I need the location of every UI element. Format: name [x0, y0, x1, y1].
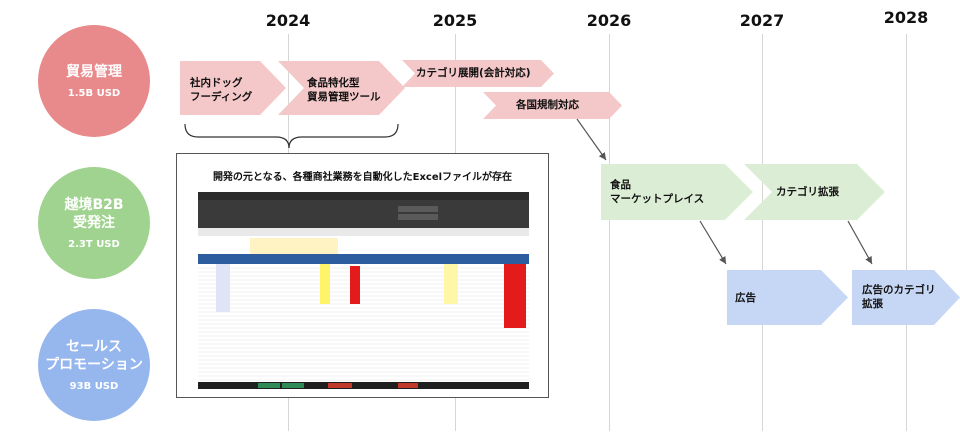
timeline-line-2026 — [609, 34, 610, 431]
step-label: 社内ドッグ — [190, 77, 243, 89]
step-label-line-2: 貿易管理ツール — [307, 91, 381, 103]
step-label-line-2: マーケットプレイス — [610, 193, 705, 205]
step-label: 広告のカテゴリ — [862, 284, 936, 296]
year-2025: 2025 — [432, 11, 478, 30]
segment-name-line-2: 受発注 — [73, 215, 115, 231]
step-category-expansion-accounting: カテゴリ展開(会計対応) — [402, 60, 554, 87]
year-2027: 2027 — [739, 11, 785, 30]
segment-market-size: 93B USD — [69, 381, 119, 392]
excel-description-box: 開発の元となる、各種商社業務を自動化したExcelファイルが存在 — [176, 153, 549, 398]
segment-market-size: 2.3T USD — [68, 239, 120, 250]
step-advertising-category-expansion: 広告のカテゴリ 拡張 — [852, 270, 960, 325]
step-label: 各国規制対応 — [516, 99, 579, 111]
segment-name: 貿易管理 — [66, 64, 122, 80]
chevron-shape — [278, 61, 405, 115]
step-food-marketplace: 食品 マーケットプレイス — [601, 164, 753, 220]
segment-name-line-2: プロモーション — [45, 357, 143, 373]
year-2028: 2028 — [883, 8, 929, 27]
arrow-category-to-ads-category — [847, 220, 873, 265]
brace-shape — [184, 123, 399, 149]
step-label-line-2: フーディング — [190, 91, 253, 103]
chevron-shape — [180, 61, 286, 115]
step-category-expansion: カテゴリ拡張 — [744, 164, 885, 220]
segment-name: セールス — [66, 339, 122, 355]
year-2024: 2024 — [265, 11, 311, 30]
excel-screenshot-image — [198, 192, 529, 389]
chevron-shape — [402, 60, 554, 87]
step-advertising: 広告 — [727, 270, 848, 325]
segment-cross-border-b2b: 越境B2B 受発注 2.3T USD — [38, 167, 150, 279]
step-food-trade-management: 食品特化型 貿易管理ツール — [278, 61, 405, 115]
step-label: 広告 — [735, 292, 756, 304]
segment-sales-promotion: セールス プロモーション 93B USD — [38, 309, 150, 421]
timeline-line-2028 — [906, 34, 907, 431]
step-label: 食品特化型 — [307, 77, 360, 89]
year-2026: 2026 — [586, 11, 632, 30]
chevron-shape — [852, 270, 960, 325]
step-label: カテゴリ展開(会計対応) — [416, 67, 531, 79]
arrow-regulation-to-marketplace — [576, 118, 607, 161]
step-country-regulation: 各国規制対応 — [483, 92, 622, 119]
segment-market-size: 1.5B USD — [67, 88, 121, 99]
segment-name: 越境B2B — [64, 197, 124, 213]
step-label-line-2: 拡張 — [862, 298, 883, 310]
arrow-marketplace-to-ads — [699, 220, 727, 265]
chevron-shape — [483, 92, 622, 119]
excel-description-text: 開発の元となる、各種商社業務を自動化したExcelファイルが存在 — [212, 172, 513, 183]
timeline-line-2027 — [762, 34, 763, 431]
chevron-shape — [744, 164, 885, 220]
step-label: カテゴリ拡張 — [776, 186, 839, 198]
chevron-shape — [601, 164, 753, 220]
step-docfooding: 社内ドッグ フーディング — [180, 61, 286, 115]
step-label: 食品 — [610, 179, 631, 191]
segment-trade-management: 貿易管理 1.5B USD — [38, 25, 150, 137]
chevron-shape — [727, 270, 848, 325]
